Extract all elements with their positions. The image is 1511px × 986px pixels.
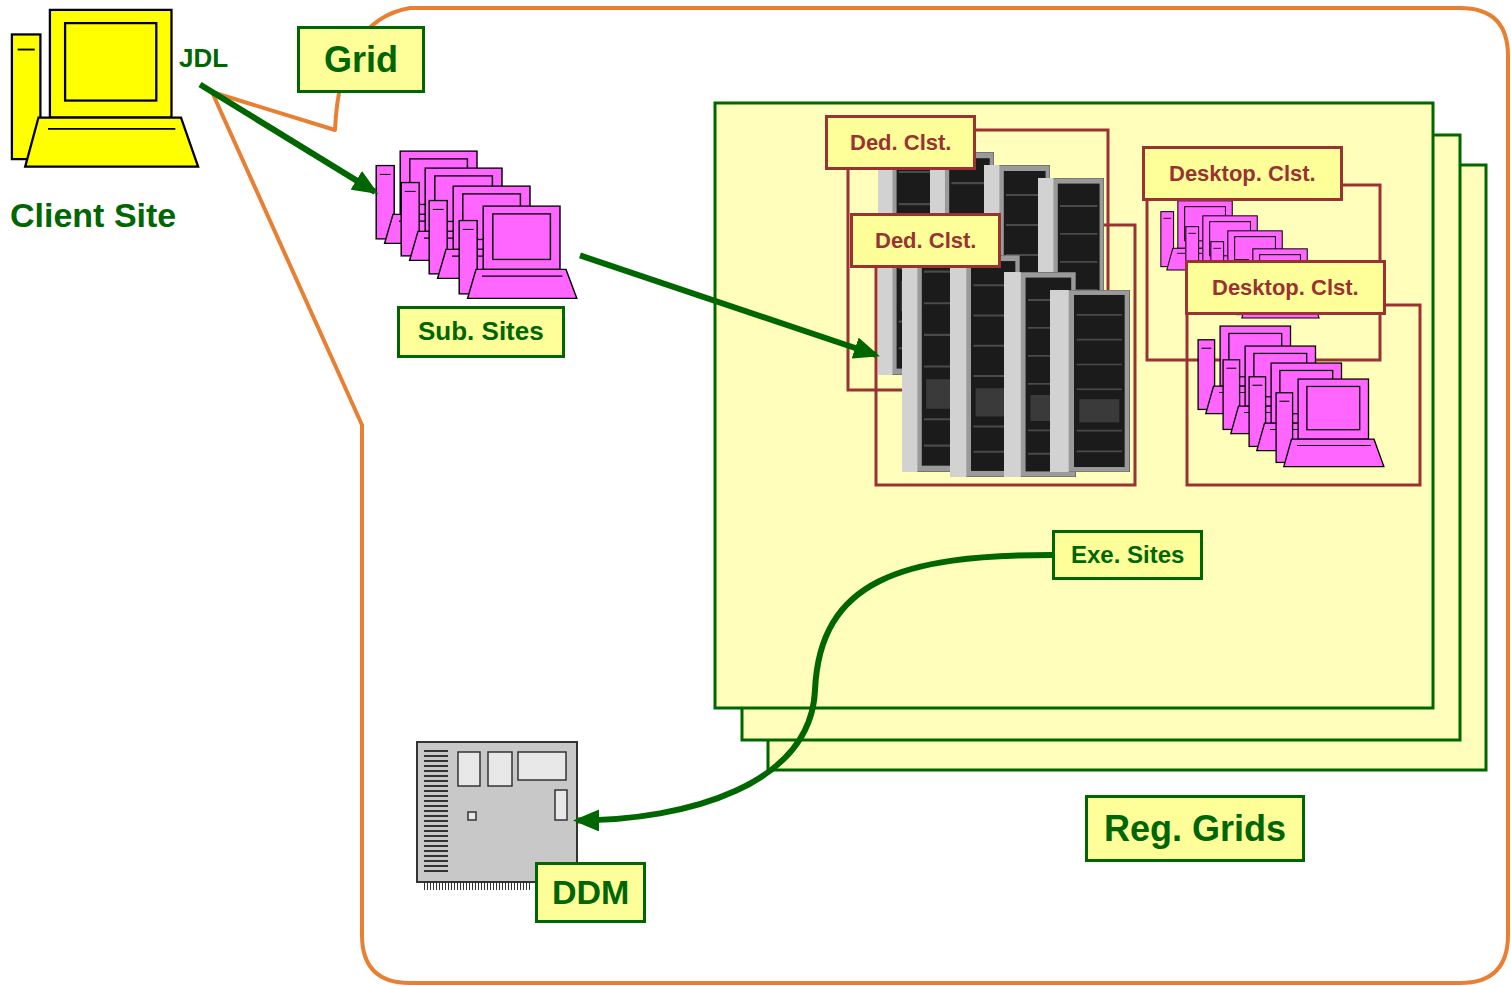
- computer-icon: [12, 10, 198, 167]
- regional-grids: Reg. GridsDed. Clst.Ded. Clst.Desktop. C…: [715, 103, 1433, 708]
- rack-icon: [902, 240, 968, 472]
- submission-sites: Sub. Sites: [375, 150, 580, 305]
- cluster-outline: [1187, 305, 1420, 485]
- site-label-holder: DDM: [535, 862, 646, 923]
- rack-icon: [950, 255, 1020, 477]
- region-label: Grid: [297, 26, 425, 93]
- desktop-computers: [1161, 201, 1384, 467]
- computer-icon: [376, 151, 494, 243]
- flow-arrow: [577, 555, 1052, 820]
- computer-icon: [1223, 346, 1331, 434]
- region-label: Reg. Grids: [1085, 795, 1305, 862]
- grid-region: GridSub. SitesReg. GridsDed. Clst.Ded. C…: [362, 8, 1508, 984]
- board-chip: [555, 790, 567, 820]
- rack-icon: [1038, 178, 1104, 383]
- grid-outline: [212, 8, 1508, 983]
- cluster-label-holder: Desktop. Clst.: [1142, 146, 1343, 201]
- computer-icon: [1276, 379, 1384, 467]
- flow-arrow: [200, 85, 375, 192]
- rack-icon: [1004, 272, 1076, 477]
- desktop-cluster: Desktop. Clst.: [1187, 305, 1420, 485]
- rack-icon: [1050, 290, 1130, 472]
- edge-label: JDL: [176, 44, 231, 74]
- cluster-label-holder: Ded. Clst.: [850, 213, 1001, 268]
- computer-icon: [459, 206, 577, 298]
- computer-icon: [401, 168, 519, 260]
- board-pins: [424, 882, 532, 890]
- server-racks: [878, 140, 1130, 477]
- board-vent: [424, 750, 448, 872]
- region-label-holder: Grid: [297, 26, 425, 93]
- data-manager: DDM: [417, 742, 577, 890]
- flow-arrow: [580, 255, 876, 355]
- cluster-label: Desktop. Clst.: [1185, 260, 1386, 315]
- client-computer: [12, 10, 198, 167]
- site-label: Sub. Sites: [397, 306, 565, 358]
- grid-panel: [742, 135, 1460, 740]
- process-box: Exe. Sites: [1052, 530, 1203, 580]
- edge-label-holder: JDL: [176, 44, 231, 74]
- board-chip: [468, 812, 476, 820]
- execution-sites: Exe. Sites: [1052, 530, 1204, 580]
- rack-icon: [984, 165, 1050, 385]
- cluster-label: Desktop. Clst.: [1142, 146, 1343, 201]
- grid-panel: [768, 165, 1486, 770]
- region-label-holder: Reg. Grids: [1085, 795, 1305, 862]
- client-site: Client Site: [10, 8, 200, 178]
- computer-icon: [1249, 363, 1357, 451]
- submission-computers: [376, 151, 577, 298]
- dedicated-cluster: Ded. Clst.: [876, 225, 1135, 485]
- grid-panel: [715, 103, 1433, 708]
- board-chip: [488, 752, 512, 786]
- board-chip: [518, 752, 566, 780]
- site-label: Client Site: [10, 196, 176, 235]
- cluster-label-holder: Ded. Clst.: [825, 115, 976, 170]
- site-label-holder: Sub. Sites: [397, 306, 565, 358]
- cluster-label-holder: Desktop. Clst.: [1185, 260, 1386, 315]
- cluster-label: Ded. Clst.: [825, 115, 976, 170]
- process-box-holder: Exe. Sites: [1052, 530, 1203, 580]
- board-body: [417, 742, 577, 882]
- board-chip: [458, 752, 480, 786]
- computer-icon: [429, 186, 547, 278]
- computer-icon: [1198, 326, 1306, 414]
- site-label: DDM: [535, 862, 646, 923]
- cluster-label: Ded. Clst.: [850, 213, 1001, 268]
- site-label-holder: Client Site: [10, 196, 176, 235]
